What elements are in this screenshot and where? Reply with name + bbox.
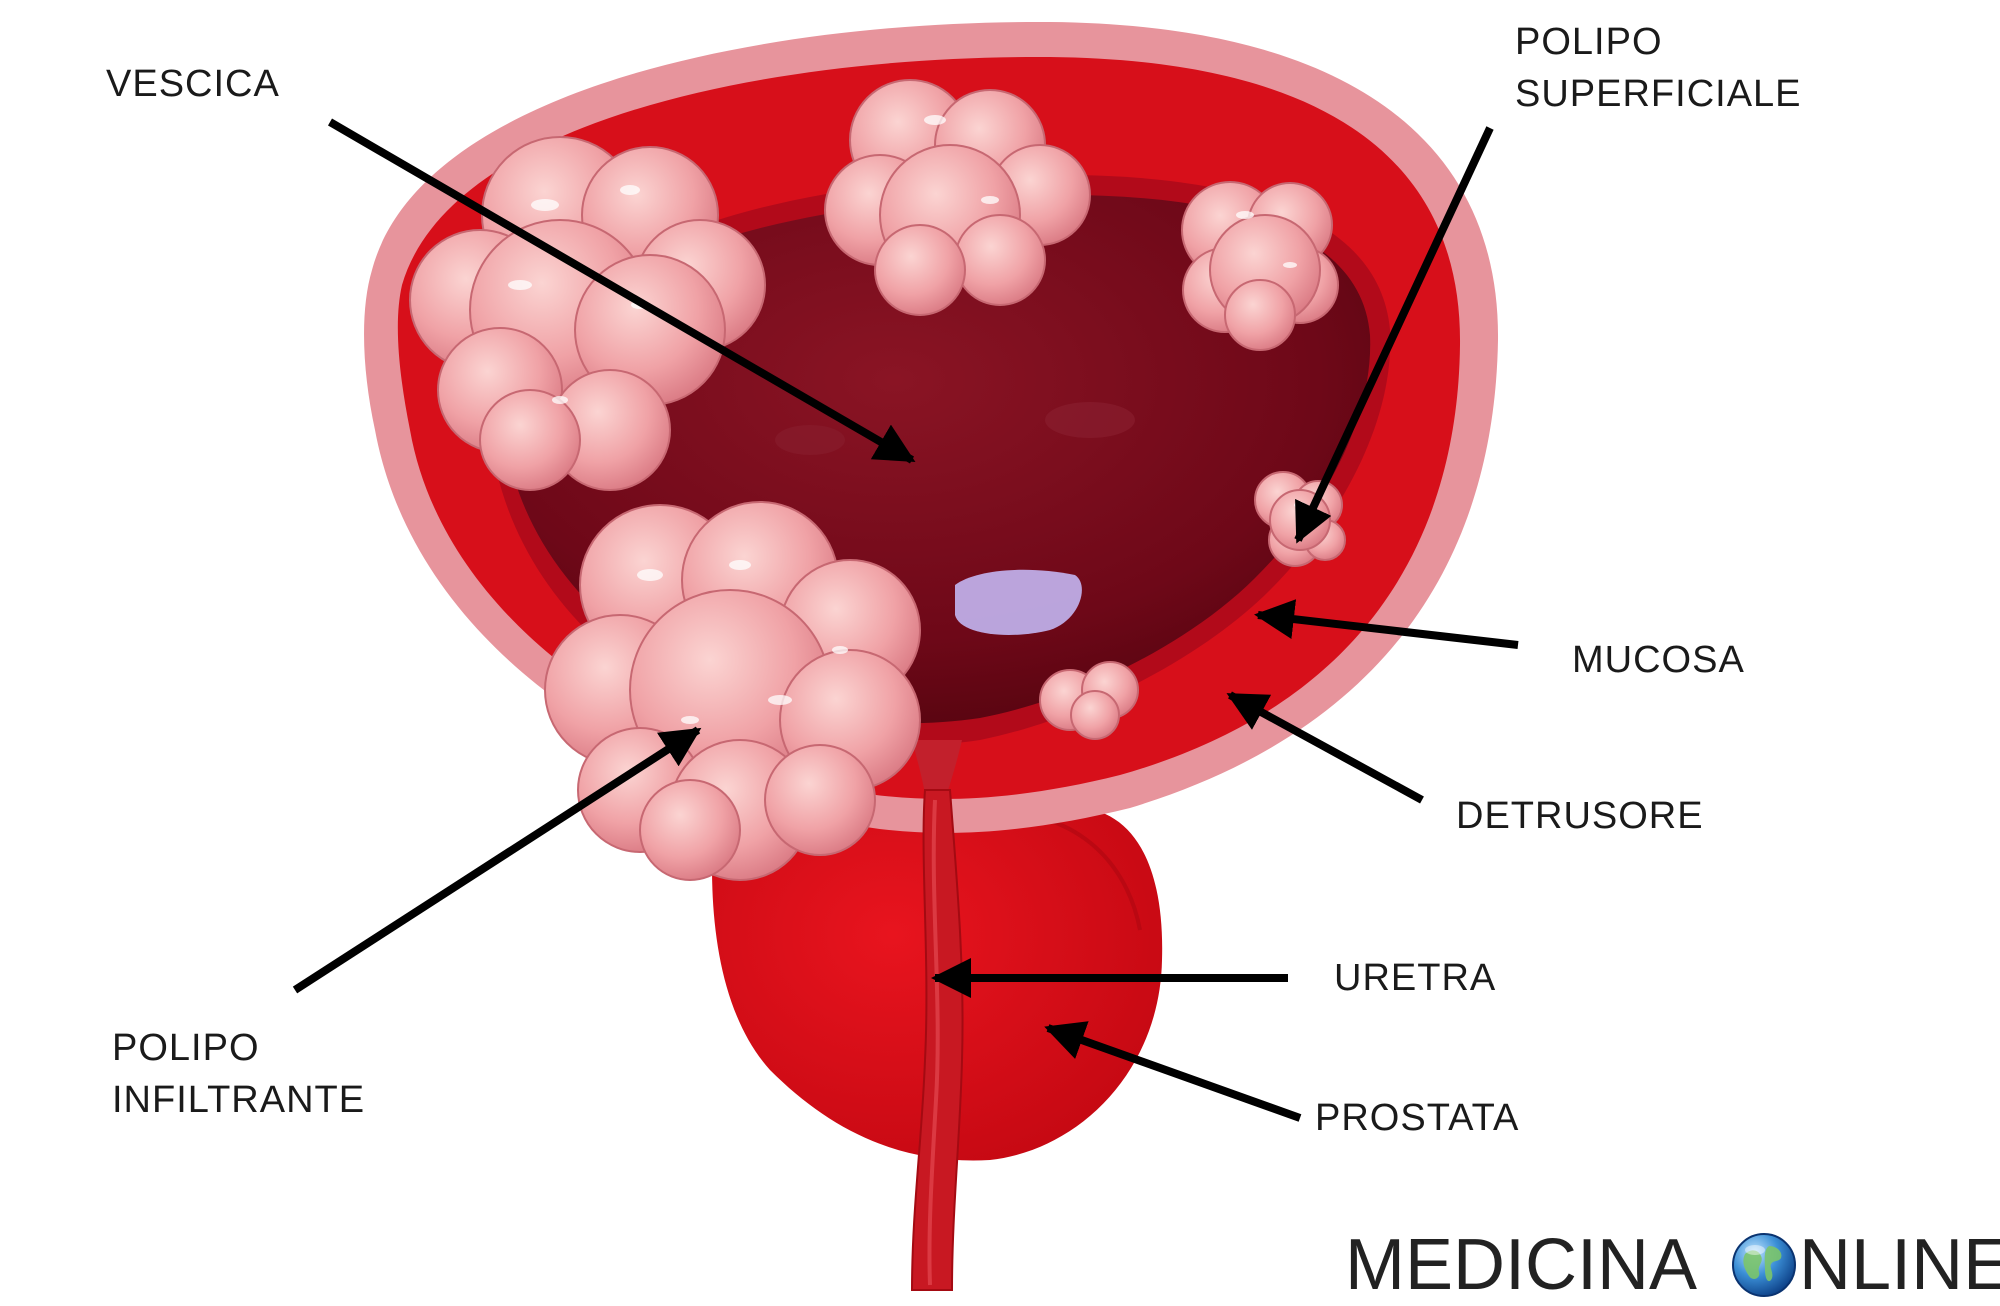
label-detrusore: DETRUSORE	[1456, 795, 1704, 837]
label-uretra: URETRA	[1334, 957, 1497, 999]
arrow-polipo-infiltrante	[292, 726, 702, 994]
polyp-infiltrante	[544, 501, 921, 881]
watermark: MEDICINA NLINE	[1345, 1225, 2000, 1305]
label-polipo-infiltrante-line-2: INFILTRANTE	[112, 1079, 366, 1121]
label-polipo-infiltrante-line-1: POLIPO	[112, 1027, 260, 1069]
arrow-detrusore	[1226, 691, 1424, 804]
polyp-bottom-small	[1039, 661, 1139, 740]
label-arrows	[292, 118, 1519, 1122]
polyp-highlights	[508, 115, 1306, 724]
polyp-top-center	[824, 79, 1091, 316]
label-polipo-infiltrante: POLIPO INFILTRANTE	[112, 1022, 365, 1126]
label-polipo-superficiale-line-2: SUPERFICIALE	[1515, 73, 1802, 115]
label-vescica: VESCICA	[106, 63, 280, 105]
arrow-vescica	[327, 118, 916, 464]
arrow-mucosa	[1254, 599, 1519, 649]
label-polipo-superficiale-line-1: POLIPO	[1515, 21, 1663, 63]
globe-icon	[1732, 1233, 1797, 1297]
arrow-polipo-superficiale	[1294, 126, 1494, 544]
polyp-upper-left	[409, 136, 766, 491]
label-polipo-superficiale: POLIPO SUPERFICIALE	[1515, 16, 1802, 120]
label-prostata: PROSTATA	[1315, 1097, 1520, 1139]
polyps	[409, 79, 1346, 881]
arrow-prostata	[1044, 1021, 1302, 1122]
label-mucosa: MUCOSA	[1572, 639, 1745, 681]
watermark-text-left: MEDICINA	[1345, 1225, 1698, 1305]
uretra-canal	[910, 789, 964, 1291]
watermark-text-right: NLINE	[1799, 1225, 2000, 1305]
polyp-right	[1181, 181, 1339, 351]
